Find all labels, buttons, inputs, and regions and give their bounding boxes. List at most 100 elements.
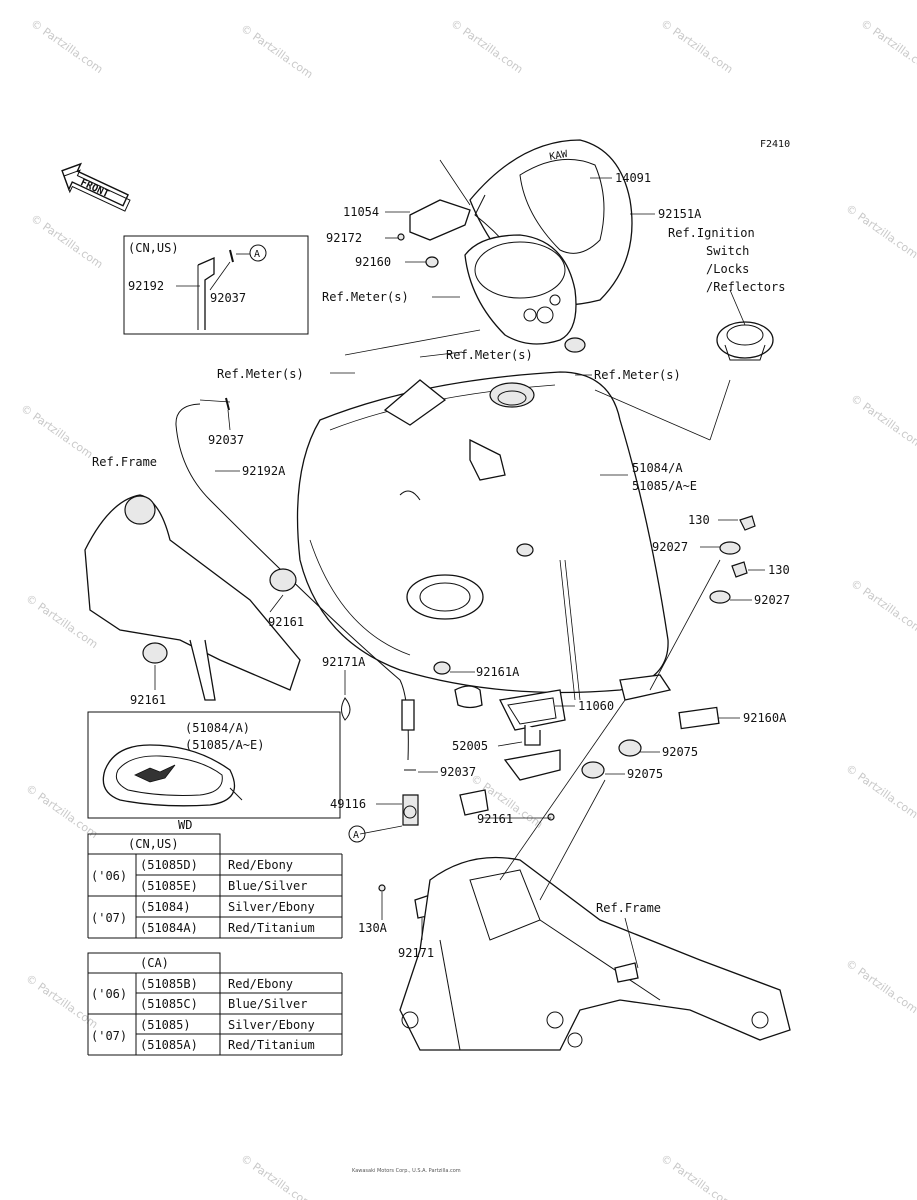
table-wd-year-1: ('06) (91, 869, 127, 883)
callout-92171a: 92171A (322, 655, 366, 669)
callout-ref-frame-left: Ref.Frame (92, 455, 157, 469)
callout-switch: Switch (706, 244, 749, 258)
table-wd-color-1: Red/Ebony (228, 858, 293, 872)
callout-ref-meter-2: Ref.Meter(s) (446, 348, 533, 362)
decal-line-1: (51084/A) (185, 721, 250, 735)
inset-label-a: A (254, 249, 260, 260)
inset-label-92192: 92192 (128, 279, 164, 293)
callout-92037-top: 92037 (208, 433, 244, 447)
callout-reflectors: /Reflectors (706, 280, 785, 294)
watermark: © Partzilla.com (18, 402, 95, 461)
callout-labels: 14091 92151A Ref.Ignition Switch /Locks … (92, 171, 790, 960)
table-wd-year-3: ('07) (91, 911, 127, 925)
inset-label-92037: 92037 (210, 291, 246, 305)
callout-11060: 11060 (578, 699, 614, 713)
table-ca-color-2: Blue/Silver (228, 997, 307, 1011)
leader-lines (154, 159, 765, 969)
callout-ref-meter-4: Ref.Meter(s) (217, 367, 304, 381)
table-ca-part-3: (51085) (140, 1018, 191, 1032)
table-ca-color-1: Red/Ebony (228, 977, 293, 991)
callout-92192a: 92192A (242, 464, 286, 478)
callout-ref-ignition: Ref.Ignition (668, 226, 755, 240)
callout-92161a: 92161A (476, 665, 520, 679)
meter-assembly (464, 234, 586, 353)
callout-92037-bottom: 92037 (440, 765, 476, 779)
table-wd-part-3: (51084) (140, 900, 191, 914)
callout-51084-a: 51084/A (632, 461, 683, 475)
table-wd-color-2: Blue/Silver (228, 879, 307, 893)
color-table-ca: (CA) ('06) (51085B) Red/Ebony (51085C) B… (87, 952, 343, 1056)
callout-92151a: 92151A (658, 207, 702, 221)
callout-92161-bottom: 92161 (477, 812, 513, 826)
table-ca-year-3: ('07) (91, 1029, 127, 1043)
watermark: © Partzilla.com (848, 392, 917, 451)
table-ca-subregion: (CA) (140, 956, 169, 970)
frame-bottom (399, 856, 791, 1051)
callout-92171: 92171 (398, 946, 434, 960)
fuel-tank (296, 371, 672, 701)
watermark: © Partzilla.com (843, 202, 917, 261)
bracket-11054 (397, 199, 471, 268)
callout-49116: 49116 (330, 797, 366, 811)
decal-inset: (51084/A) (51085/A~E) (87, 711, 341, 819)
table-wd-color-3: Silver/Ebony (228, 900, 315, 914)
inset-title: (CN,US) (128, 241, 179, 255)
hose-92192a (175, 397, 419, 826)
table-ca-part-1: (51085B) (140, 977, 198, 991)
color-table-wd: WD (CN,US) ('06) (51085D) Red/Ebony (510… (87, 818, 343, 939)
callout-92075-right: 92075 (662, 745, 698, 759)
callout-ref-meter-3: Ref.Meter(s) (594, 368, 681, 382)
callout-ref-meter-1: Ref.Meter(s) (322, 290, 409, 304)
callout-locks: /Locks (706, 262, 749, 276)
watermark: © Partzilla.com (28, 212, 105, 271)
table-wd-part-2: (51085E) (140, 879, 198, 893)
callout-92161-right: 92161 (268, 615, 304, 629)
watermark: © Partzilla.com (28, 17, 105, 76)
table-ca-part-4: (51085A) (140, 1038, 198, 1052)
callout-92160a: 92160A (743, 711, 787, 725)
callout-92172: 92172 (326, 231, 362, 245)
fuel-pump (454, 685, 566, 821)
table-wd-part-1: (51085D) (140, 858, 198, 872)
watermark: © Partzilla.com (848, 577, 917, 636)
table-ca-color-3: Silver/Ebony (228, 1018, 315, 1032)
watermark: © Partzilla.com (843, 762, 917, 821)
callout-92075-left: 92075 (627, 767, 663, 781)
watermark: © Partzilla.com (858, 17, 917, 76)
watermark: © Partzilla.com (658, 17, 735, 76)
callout-130-top: 130 (688, 513, 710, 527)
frame-left (84, 494, 301, 701)
figure-code: F2410 (760, 139, 790, 150)
table-ca-color-4: Red/Titanium (228, 1038, 315, 1052)
callout-92027-right: 92027 (754, 593, 790, 607)
callout-11054: 11054 (343, 205, 379, 219)
table-wd-color-4: Red/Titanium (228, 921, 315, 935)
watermark: © Partzilla.com (23, 782, 100, 841)
svg-text:KAW: KAW (549, 149, 570, 163)
table-wd-region: WD (178, 818, 192, 832)
watermark: © Partzilla.com (843, 957, 917, 1016)
fasteners-right (378, 515, 756, 919)
callout-a: A (353, 830, 359, 841)
callout-130-right: 130 (768, 563, 790, 577)
watermark: © Partzilla.com (238, 22, 315, 81)
watermark: © Partzilla.com (658, 1152, 735, 1200)
footer-copyright: Kawasaki Motors Corp., U.S.A. Partzilla.… (352, 1168, 461, 1174)
front-arrow-icon: FRONT (61, 162, 131, 212)
watermark: © Partzilla.com (23, 972, 100, 1031)
callout-ref-frame-bottom: Ref.Frame (596, 901, 661, 915)
table-ca-year-1: ('06) (91, 987, 127, 1001)
callout-14091: 14091 (615, 171, 651, 185)
callout-52005: 52005 (452, 739, 488, 753)
callout-92027-left: 92027 (652, 540, 688, 554)
ignition-switch (716, 321, 774, 361)
table-wd-subregion: (CN,US) (128, 837, 179, 851)
callout-130a: 130A (358, 921, 388, 935)
table-ca-part-2: (51085C) (140, 997, 198, 1011)
callout-92161-left: 92161 (130, 693, 166, 707)
decal-line-2: (51085/A~E) (185, 738, 264, 752)
watermark: © Partzilla.com (448, 17, 525, 76)
table-wd-part-4: (51084A) (140, 921, 198, 935)
callout-92160: 92160 (355, 255, 391, 269)
